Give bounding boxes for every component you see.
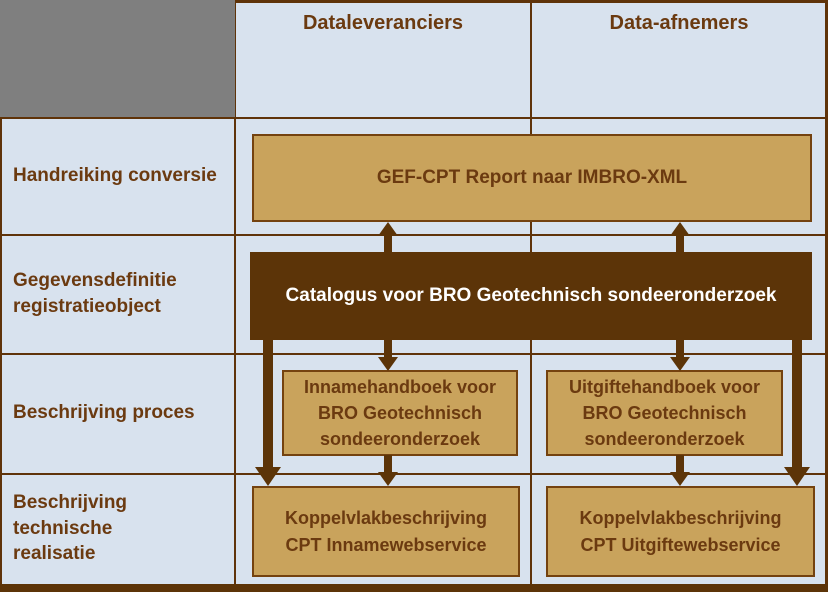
table-border-right	[825, 0, 828, 592]
arrow-shaft	[676, 340, 684, 359]
arrow-shaft	[676, 455, 684, 474]
row-label-beschrijving-technische-realisatie: Beschrijving technische realisatie	[13, 492, 128, 565]
arrowhead-down-icon	[378, 357, 398, 371]
arrowhead-down-icon	[670, 472, 690, 486]
grid-row-line-1	[0, 117, 828, 119]
arrow-down-catalog-to-intake-handbook	[378, 340, 398, 371]
arrow-shaft	[263, 340, 273, 470]
arrow-shaft	[676, 234, 684, 252]
delivery-interface-box: Koppelvlakbeschrijving CPT Uitgiftewebse…	[546, 486, 815, 577]
arrow-shaft	[792, 340, 802, 470]
arrow-shaft	[384, 234, 392, 252]
column-header-dataleveranciers: Dataleveranciers	[302, 11, 464, 34]
arrow-down-catalog-to-intake-interface	[255, 340, 281, 486]
arrow-up-catalog-to-conversion-right	[670, 222, 690, 252]
arrowhead-down-icon	[378, 472, 398, 486]
table-border-bottom	[0, 584, 828, 592]
grid-row-line-4	[0, 473, 828, 475]
arrowhead-up-icon	[378, 222, 398, 236]
grid-row-line-2	[0, 234, 828, 236]
arrowhead-down-icon	[255, 467, 281, 486]
delivery-handbook-box: Uitgiftehandboek voor BRO Geotechnisch s…	[546, 370, 783, 456]
grid-column-line-1	[234, 0, 236, 592]
conversion-guide-box: GEF-CPT Report naar IMBRO-XML	[252, 134, 812, 222]
intake-interface-box: Koppelvlakbeschrijving CPT Innamewebserv…	[252, 486, 520, 577]
row-label-gegevensdefinitie-registratieobject: Gegevensdefinitie registratieobject	[13, 269, 177, 317]
arrow-shaft	[384, 455, 392, 474]
arrow-down-intake-handbook-to-interface	[378, 455, 398, 486]
table-border-top	[234, 0, 828, 3]
arrow-down-catalog-to-delivery-interface	[784, 340, 810, 486]
corner-cell	[0, 0, 235, 117]
table-border-left	[0, 117, 2, 592]
arrow-down-catalog-to-delivery-handbook	[670, 340, 690, 371]
arrowhead-up-icon	[670, 222, 690, 236]
grid-row-line-3	[0, 353, 828, 355]
row-label-beschrijving-proces: Beschrijving proces	[13, 402, 195, 424]
arrowhead-down-icon	[784, 467, 810, 486]
arrowhead-down-icon	[670, 357, 690, 371]
catalog-box: Catalogus voor BRO Geotechnisch sondeero…	[250, 252, 812, 340]
arrow-shaft	[384, 340, 392, 359]
row-label-handreiking-conversie: Handreiking conversie	[13, 164, 217, 186]
column-header-data-afnemers: Data-afnemers	[609, 11, 749, 34]
arrow-up-catalog-to-conversion-left	[378, 222, 398, 252]
intake-handbook-box: Innamehandboek voor BRO Geotechnisch son…	[282, 370, 518, 456]
arrow-down-delivery-handbook-to-interface	[670, 455, 690, 486]
